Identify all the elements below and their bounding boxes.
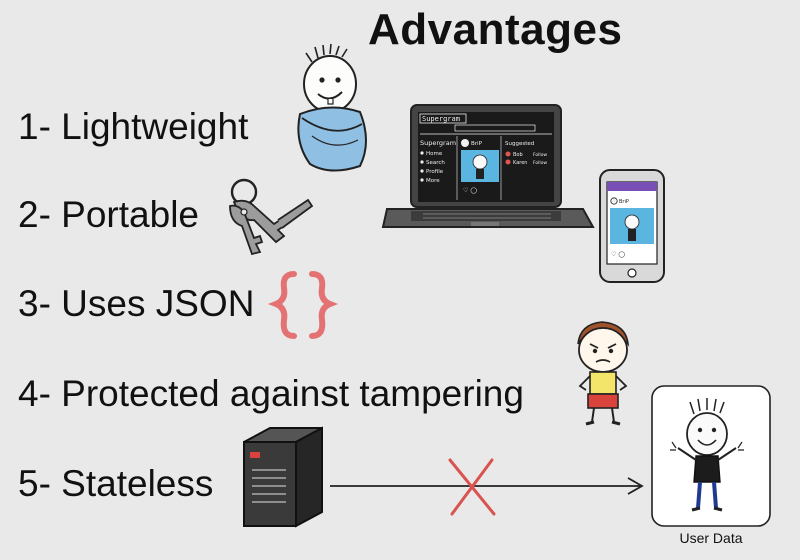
angry-boy-icon [577,321,630,426]
laptop-nav-more: More [426,178,440,184]
laptop-suggest-2: Karen [513,160,527,166]
advantage-item-protected: 4- Protected against tampering [18,373,524,414]
laptop-nav-home: Home [426,151,443,157]
keys-icon [229,178,314,256]
laptop-tab-title: Supergram [422,115,460,123]
laptop-post-user: BriP [471,141,483,147]
svg-text:♡ ◯: ♡ ◯ [611,251,625,258]
laptop-brand: Supergram [420,139,456,147]
advantage-item-stateless: 5- Stateless [18,463,214,504]
curly-braces-icon [267,271,339,339]
cross-icon [448,458,496,516]
laptop-suggested-label: Suggested [505,141,534,147]
page-title: Advantages [368,5,623,54]
laptop-suggest-1: Bob [513,152,523,158]
advantage-item-uses-json: 3- Uses JSON [18,283,255,324]
arrow-right-icon [330,477,644,495]
phone-post-user: BriP [619,199,629,205]
advantage-item-portable: 2- Portable [18,194,199,235]
user-data-card [651,385,771,527]
phone-icon: BriP ♡ ◯ [599,169,665,283]
laptop-icon: Supergram Supergram Home Search Profile … [381,104,595,228]
baby-icon [297,43,367,172]
laptop-nav-search: Search [426,160,445,166]
svg-text:♡ ◯: ♡ ◯ [463,187,477,194]
server-icon [243,426,323,528]
laptop-follow-2: Follow [533,160,547,166]
laptop-nav-profile: Profile [426,169,444,175]
laptop-follow-1: Follow [533,152,547,158]
advantage-item-lightweight: 1- Lightweight [18,106,249,147]
user-data-label: User Data [679,530,743,546]
